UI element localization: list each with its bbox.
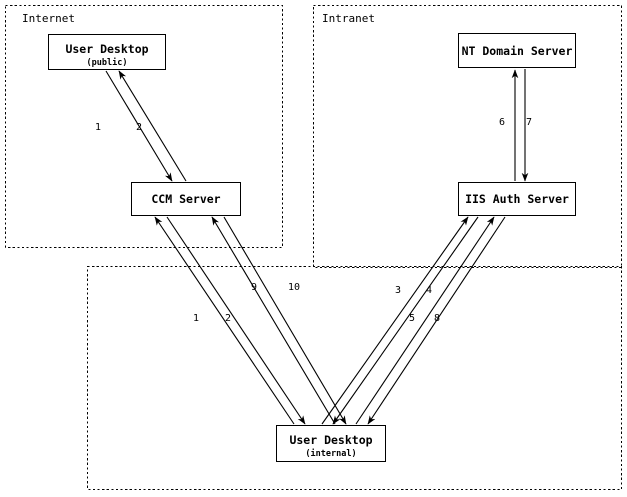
flow-line-5 [355,216,495,425]
step-label-2: 2 [136,122,142,133]
node-iis-auth-server-rect[interactable] [457,181,577,217]
step-label-1: 1 [95,122,101,133]
node-nt-domain-server-rect[interactable] [457,32,577,69]
zone-label-internet: Internet [22,12,75,25]
flow-line-4 [332,216,479,425]
step-label-2-internal: 2 [225,313,231,324]
step-label-7: 7 [526,117,532,128]
flow-line-2-internal [166,216,306,425]
node-boxes: User Desktop (public) CCM Server NT Doma… [47,32,577,463]
node-user-desktop-public[interactable]: User Desktop (public) [47,33,167,71]
step-label-9: 9 [251,282,257,293]
step-label-4: 4 [426,285,432,296]
node-ccm-server-rect[interactable] [130,181,242,217]
node-nt-domain-server-label: NT Domain Server [462,44,573,58]
flow-line-1 [105,70,173,182]
node-user-desktop-public-label: User Desktop [65,42,148,56]
zone-internal-lan-boundary [87,266,622,490]
node-user-desktop-public-sublabel: (public) [87,57,128,68]
node-user-desktop-internal-label: User Desktop [289,433,372,447]
node-user-desktop-internal-sublabel: (internal) [305,448,356,459]
step-label-1-internal: 1 [193,313,199,324]
step-label-10: 10 [288,282,300,293]
flow-line-10 [223,216,347,425]
node-user-desktop-internal[interactable]: User Desktop (internal) [275,424,387,463]
flow-line-8 [367,216,506,425]
node-ccm-server[interactable]: CCM Server [130,181,242,217]
zone-intranet-boundary [313,5,622,268]
node-nt-domain-server[interactable]: NT Domain Server [457,32,577,69]
step-label-8: 8 [434,313,440,324]
node-iis-auth-server-label: IIS Auth Server [465,192,569,206]
zone-boundaries [5,5,622,490]
zone-internet-boundary [5,5,283,248]
zone-label-intranet: Intranet [322,12,375,25]
node-user-desktop-internal-rect[interactable] [275,424,387,463]
step-label-6: 6 [499,117,505,128]
flow-lines [105,69,529,425]
flow-line-2 [118,70,187,182]
step-label-5: 5 [409,313,415,324]
flow-line-1-internal [154,216,295,425]
node-iis-auth-server[interactable]: IIS Auth Server [457,181,577,217]
node-user-desktop-public-rect[interactable] [47,33,167,71]
flow-line-3 [321,216,469,425]
node-ccm-server-label: CCM Server [151,192,220,206]
step-label-3: 3 [395,285,401,296]
flow-line-9 [211,216,336,425]
step-labels: 1 2 1 2 3 4 5 6 7 8 9 10 [95,117,532,324]
